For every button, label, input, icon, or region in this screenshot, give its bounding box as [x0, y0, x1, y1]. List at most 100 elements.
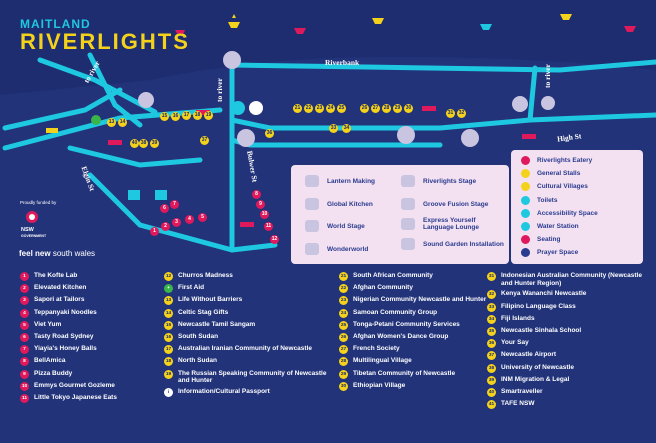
list-label: Tasty Road Sydney [34, 332, 94, 340]
map-pin[interactable]: 39 [150, 139, 159, 148]
key-item: Prayer Space [521, 248, 578, 258]
list-label: Ethiopian Village [353, 381, 406, 389]
list-label: First Aid [178, 284, 205, 292]
map-pin[interactable]: 7 [170, 200, 179, 209]
map-icons [46, 51, 555, 227]
riverlights-stage-icon [223, 51, 241, 69]
key-item: Toilets [521, 195, 557, 205]
list-label: University of Newcastle [501, 363, 574, 371]
list-number-badge: 41 [487, 400, 496, 410]
list-label: Indonesian Australian Community (Newcast… [501, 272, 642, 287]
title-line-2: RIVERLIGHTS [20, 29, 190, 54]
map-pin[interactable]: 40 [130, 139, 139, 148]
map-pin[interactable]: 25 [337, 104, 346, 113]
map-pin[interactable]: 1 [150, 227, 159, 236]
map-pin[interactable]: 18 [193, 111, 202, 120]
map-pin[interactable]: 24 [326, 104, 335, 113]
map-pin[interactable]: 26 [360, 104, 369, 113]
map-pin[interactable]: 28 [382, 104, 391, 113]
chimes-icon [401, 238, 415, 250]
map-pin[interactable]: 37 [200, 136, 209, 145]
map-pin[interactable]: 10 [260, 210, 269, 219]
map-pin[interactable]: 12 [270, 235, 279, 244]
list-number-badge: 30 [339, 381, 348, 391]
zone-legend-item: Wonderworld [305, 243, 368, 255]
camera-icon [305, 243, 319, 255]
map-pin[interactable]: 22 [304, 104, 313, 113]
map-pin[interactable]: 21 [293, 104, 302, 113]
list-label: Churros Madness [178, 272, 233, 279]
list-number-badge: 10 [20, 381, 29, 391]
list-label: Pizza Buddy [34, 369, 73, 377]
map-pin[interactable]: 38 [139, 139, 148, 148]
zone-legend-label: Lantern Making [327, 177, 376, 185]
seating-icon-4 [240, 222, 254, 227]
map-pin[interactable]: 32 [457, 109, 466, 118]
map-pin[interactable]: 33 [329, 124, 338, 133]
map-pin[interactable]: 34 [342, 124, 351, 133]
list-number-badge: 37 [487, 351, 496, 361]
list-number-badge: 29 [339, 369, 348, 379]
map-pin[interactable]: 23 [315, 104, 324, 113]
list-label: Life Without Barriers [178, 296, 243, 304]
nsw-waratah-icon [26, 211, 38, 223]
list-number-badge: 7 [20, 345, 29, 355]
title-line-1: MAITLAND [20, 17, 91, 31]
map-pin[interactable]: 9 [256, 200, 265, 209]
list-item: 25 Tonga-Petani Community Services [339, 320, 486, 330]
boat-decorations [175, 14, 636, 35]
list-label: Multilingual Village [353, 357, 412, 365]
map-pin[interactable]: 6 [160, 204, 169, 213]
list-label: Little Tokyo Japanese Eats [34, 393, 117, 401]
yellow-dot-icon [521, 169, 530, 179]
toilet-icon [521, 195, 530, 205]
map-pin[interactable]: 19 [204, 111, 213, 120]
list-label: South Sudan [178, 332, 219, 340]
list-number-badge: 25 [339, 320, 348, 330]
key-item: Water Station [521, 222, 579, 231]
zone-legend-label: Global Kitchen [327, 200, 373, 208]
map-pin[interactable]: 27 [371, 104, 380, 113]
map-pin[interactable]: 30 [404, 104, 413, 113]
map-pin[interactable]: 2 [161, 222, 170, 231]
map-pin[interactable]: 4 [185, 215, 194, 224]
list-number-badge: 22 [339, 284, 348, 294]
list-label: Tonga-Petani Community Services [353, 320, 460, 328]
groove-fusion-icon [397, 126, 415, 144]
list-label: Australian Iranian Community of Newcastl… [178, 345, 313, 353]
map-pin[interactable]: 17 [182, 111, 191, 120]
list-number-badge: 27 [339, 345, 348, 355]
map-pin[interactable]: 31 [446, 109, 455, 118]
map-pin[interactable]: 3 [172, 218, 181, 227]
map-pin[interactable]: 36 [265, 129, 274, 138]
toilet-icon-2 [155, 190, 167, 200]
map-pin[interactable]: 5 [198, 213, 207, 222]
list-label: Afghan Women's Dance Group [353, 332, 449, 340]
list-label: Celtic Stag Gifts [178, 308, 229, 316]
list-label: Teppanyaki Noodles [34, 308, 97, 316]
map-pin[interactable]: 16 [171, 112, 180, 121]
map-pin[interactable]: 14 [118, 118, 127, 127]
list-number-badge: 33 [487, 302, 496, 312]
list-number-badge: 3 [20, 296, 29, 306]
map-pin[interactable]: 8 [252, 190, 261, 199]
yellow-dot-icon [521, 182, 530, 192]
zone-legend-label: Riverlights Stage [423, 177, 477, 185]
toilet-icon [128, 190, 140, 200]
map-pin[interactable]: 11 [264, 222, 273, 231]
map-pin[interactable]: 13 [107, 118, 116, 127]
map-pin[interactable]: 29 [393, 104, 402, 113]
map-pin[interactable]: 15 [160, 112, 169, 121]
